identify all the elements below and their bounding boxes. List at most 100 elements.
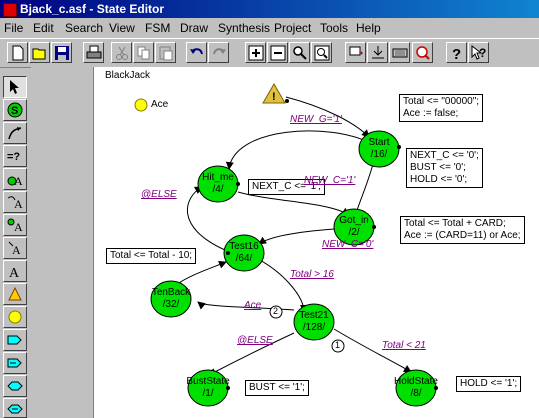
hold-action-box[interactable]: HOLD <= '1'; bbox=[456, 376, 522, 392]
undo-button[interactable] bbox=[186, 42, 207, 63]
help-button[interactable]: ? bbox=[446, 42, 467, 63]
start-action-box[interactable]: NEXT_C <= '0'; BUST <= '0'; HOLD <= '0'; bbox=[406, 148, 483, 188]
add-state-button[interactable] bbox=[345, 42, 366, 63]
state-test21[interactable] bbox=[293, 303, 335, 341]
select-tool[interactable] bbox=[3, 76, 27, 98]
transition-gotin-test16[interactable] bbox=[258, 228, 335, 245]
input-icon bbox=[8, 310, 22, 324]
bidir-port-tool[interactable] bbox=[3, 375, 27, 397]
add-io-button[interactable] bbox=[367, 42, 388, 63]
condition-tool[interactable]: =? bbox=[3, 145, 27, 167]
action-output-tool[interactable]: A bbox=[3, 214, 27, 236]
priority-circle-1 bbox=[331, 339, 345, 353]
context-help-button[interactable]: ? bbox=[468, 42, 489, 63]
reset-action-box[interactable]: Total <= "00000"; Ace := false; bbox=[399, 94, 484, 122]
transition-hitme-gotin[interactable] bbox=[237, 191, 350, 216]
simulate-button[interactable] bbox=[412, 42, 433, 63]
output-port-icon bbox=[7, 335, 22, 345]
transition-tool[interactable] bbox=[3, 122, 27, 144]
state-tenback-label: TenBack/32/ bbox=[149, 287, 193, 311]
trans-else-1[interactable]: @ELSE bbox=[141, 189, 177, 200]
new-button[interactable] bbox=[7, 42, 28, 63]
inout-port-tool[interactable] bbox=[3, 352, 27, 374]
action-clock-tool[interactable]: A bbox=[3, 237, 27, 259]
save-button[interactable] bbox=[51, 42, 72, 63]
transition-test16-test21[interactable] bbox=[253, 256, 308, 313]
input-ace-icon[interactable] bbox=[134, 98, 148, 112]
output-port-tool[interactable] bbox=[3, 329, 27, 351]
transition-test16-hitme[interactable] bbox=[186, 186, 226, 251]
zoom-in-button[interactable] bbox=[245, 42, 266, 63]
state-tool[interactable]: S bbox=[3, 99, 27, 121]
transition-start-hitme[interactable] bbox=[225, 130, 371, 170]
action-transition-tool[interactable]: A bbox=[3, 191, 27, 213]
action-state-tool[interactable]: A bbox=[3, 168, 27, 190]
cut-button[interactable] bbox=[111, 42, 132, 63]
trans-ace[interactable]: Ace bbox=[244, 300, 262, 311]
trans-new-g[interactable]: NEW_G='1' bbox=[290, 114, 342, 125]
zoom-fit-button[interactable] bbox=[311, 42, 332, 63]
reset-tool[interactable] bbox=[3, 283, 27, 305]
copy-icon bbox=[137, 46, 150, 60]
menu-tools[interactable]: Tools bbox=[320, 21, 349, 35]
trans-new-c1[interactable]: NEW_C='1' bbox=[304, 175, 356, 186]
state-test16[interactable] bbox=[223, 234, 265, 272]
bus-port-tool[interactable] bbox=[3, 398, 27, 418]
input-tool[interactable] bbox=[3, 306, 27, 328]
transition-test21-hold[interactable] bbox=[333, 328, 412, 373]
copy-button[interactable] bbox=[133, 42, 154, 63]
state-name: BustState bbox=[186, 376, 230, 387]
svg-text:A: A bbox=[14, 174, 23, 187]
menu-help[interactable]: Help bbox=[356, 21, 381, 35]
state-code: /128/ bbox=[302, 322, 326, 333]
transition-reset-start[interactable] bbox=[285, 96, 370, 138]
action-line: Ace := (CARD=11) or Ace; bbox=[404, 230, 521, 241]
action-dot bbox=[434, 386, 438, 390]
action-output-icon: A bbox=[7, 218, 23, 233]
select-arrow-icon bbox=[10, 80, 19, 94]
menu-edit[interactable]: Edit bbox=[33, 21, 54, 35]
menu-file[interactable]: File bbox=[4, 21, 24, 35]
reset-icon[interactable] bbox=[262, 83, 286, 104]
menu-fsm[interactable]: FSM bbox=[145, 21, 171, 35]
paste-button[interactable] bbox=[155, 42, 176, 63]
gotin-action-box[interactable]: Total <= Total + CARD; Ace := (CARD=11) … bbox=[400, 216, 525, 244]
menu-draw[interactable]: Draw bbox=[180, 21, 209, 35]
action-dot bbox=[226, 386, 230, 390]
svg-text:A: A bbox=[12, 243, 21, 256]
menu-project[interactable]: Project bbox=[274, 21, 312, 35]
hitme-action-box[interactable]: NEXT_C <= '1'; bbox=[248, 179, 325, 195]
zoom-button[interactable] bbox=[289, 42, 310, 63]
diagram-canvas[interactable]: ! BlackJack Ace bbox=[93, 67, 539, 418]
app-icon bbox=[3, 3, 17, 17]
simulate-icon bbox=[416, 46, 430, 60]
action-dot bbox=[372, 225, 376, 229]
redo-button[interactable] bbox=[208, 42, 229, 63]
bust-action-box[interactable]: BUST <= '1'; bbox=[245, 380, 309, 396]
zoom-out-button[interactable] bbox=[267, 42, 288, 63]
trans-total-16[interactable]: Total > 16 bbox=[290, 269, 334, 280]
priority-2: 2 bbox=[273, 306, 279, 316]
trans-else-2[interactable]: @ELSE bbox=[237, 335, 273, 346]
generate-hdl-button[interactable] bbox=[389, 42, 410, 63]
open-button[interactable] bbox=[29, 42, 50, 63]
svg-text:A: A bbox=[14, 197, 23, 210]
svg-text:=?: =? bbox=[7, 151, 20, 163]
tool-palette: S =? A A A A A bbox=[0, 70, 31, 418]
action-line: Ace := false; bbox=[403, 108, 459, 119]
menu-search[interactable]: Search bbox=[65, 21, 104, 35]
text-tool[interactable]: A bbox=[3, 260, 27, 282]
trans-total-21[interactable]: Total < 21 bbox=[382, 340, 426, 351]
menu-synthesis[interactable]: Synthesis bbox=[218, 21, 271, 35]
action-line: Total <= Total + CARD; bbox=[404, 218, 506, 229]
svg-text:S: S bbox=[11, 105, 18, 117]
state-tenback[interactable] bbox=[150, 280, 192, 318]
menu-view[interactable]: View bbox=[109, 21, 135, 35]
print-button[interactable] bbox=[83, 42, 104, 63]
transition-test21-bust[interactable] bbox=[208, 332, 295, 376]
zoom-out-icon bbox=[270, 45, 286, 61]
tenback-action-box[interactable]: Total <= Total - 10; bbox=[106, 248, 197, 264]
state-name: Start bbox=[368, 137, 390, 148]
svg-text:?: ? bbox=[452, 46, 461, 61]
trans-new-c0[interactable]: NEW_C='0' bbox=[322, 239, 374, 250]
